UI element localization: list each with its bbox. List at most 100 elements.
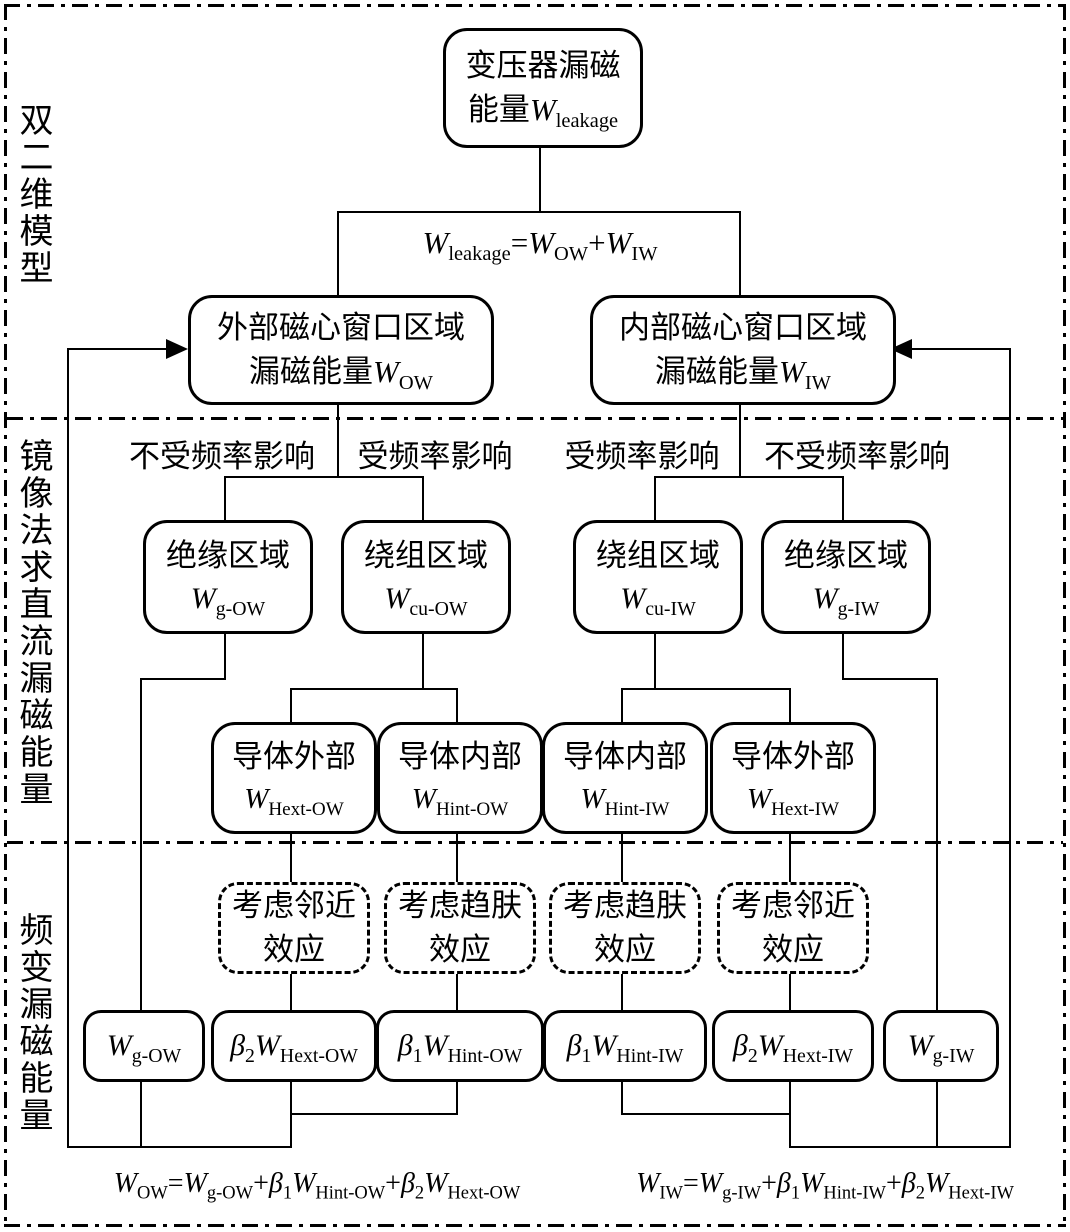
node-math: Wg-IW (907, 1028, 975, 1067)
section-label-freq-var: 频变漏磁能量 (14, 912, 51, 1134)
node-skin-effect-ow: 考虑趋肤 效应 (384, 882, 536, 974)
node-conductor-exterior-ow: 导体外部 WHext-OW (211, 722, 377, 834)
connector-line (140, 678, 226, 680)
connector-line (789, 968, 791, 1012)
node-conductor-interior-ow: 导体内部 WHint-OW (377, 722, 543, 834)
connector-line (842, 628, 844, 680)
connector-line (789, 828, 791, 884)
node-math: WHint-IW (580, 783, 670, 821)
connector-line (739, 399, 741, 478)
node-text: 效应 (594, 932, 656, 967)
formula-iw-sum: WIW=Wg-IW+β1WHint-IW+β2WHext-IW (636, 1168, 1014, 1203)
separator-top-section (7, 417, 1063, 420)
connector-line (739, 211, 741, 296)
node-math: β1WHint-IW (566, 1028, 684, 1067)
separator-middle-section (7, 841, 1063, 844)
node-winding-region-iw: 绕组区域 Wcu-IW (573, 520, 743, 634)
node-text: 效应 (263, 932, 325, 967)
connector-line (621, 1076, 623, 1115)
node-math: Wg-OW (190, 581, 266, 620)
node-math: WHext-OW (244, 783, 344, 821)
node-text: 考虑邻近 (731, 887, 855, 923)
connector-line (290, 688, 458, 690)
node-proximity-effect-iw: 考虑邻近 效应 (717, 882, 869, 974)
node-math: Wg-IW (812, 581, 880, 620)
node-math: β1WHint-OW (397, 1028, 523, 1067)
connector-line (337, 211, 741, 213)
node-math: WHext-IW (746, 783, 840, 821)
node-proximity-effect-ow: 考虑邻近 效应 (218, 882, 370, 974)
connector-line (290, 1113, 458, 1115)
feedback-line-iw (1009, 349, 1011, 1148)
connector-line (842, 678, 938, 680)
node-winding-region-ow: 绕组区域 Wcu-OW (341, 520, 511, 634)
connector-line (621, 828, 623, 884)
connector-line (621, 688, 791, 690)
connector-line (337, 211, 339, 296)
node-text: 绝缘区域 (784, 537, 908, 573)
connector-line (290, 1076, 292, 1148)
connector-line (789, 688, 791, 724)
connector-line (67, 348, 170, 350)
node-text: 效应 (429, 932, 491, 967)
node-outer-window-energy: 外部磁心窗口区域 漏磁能量WOW (188, 295, 494, 405)
node-inner-window-energy: 内部磁心窗口区域 漏磁能量WIW (590, 295, 896, 405)
node-text: 导体内部 (563, 739, 687, 775)
section-label-mirror-dc: 镜像法求直流漏磁能量 (14, 438, 51, 808)
node-math: β2WHext-OW (230, 1028, 358, 1067)
connector-line (224, 476, 424, 478)
connector-line (140, 1076, 142, 1148)
connector-line (67, 1146, 292, 1148)
connector-line (456, 968, 458, 1012)
connector-line (290, 828, 292, 884)
node-text: 导体内部 (398, 739, 522, 775)
connector-line (842, 476, 844, 522)
node-math: Wcu-OW (384, 581, 468, 620)
formula-ow-sum: WOW=Wg-OW+β1WHint-OW+β2WHext-OW (113, 1168, 521, 1203)
connector-line (789, 1076, 791, 1148)
outer-border-right (1063, 4, 1066, 1227)
feedback-line-ow (67, 349, 69, 1148)
node-text: 绕组区域 (364, 537, 488, 573)
node-beta1-whint-ow: β1WHint-OW (376, 1010, 544, 1082)
connector-line (456, 1076, 458, 1115)
connector-line (654, 476, 844, 478)
connector-line (936, 678, 938, 1012)
connector-line (422, 476, 424, 522)
connector-line (654, 476, 656, 522)
arrow-into-ow-icon (166, 339, 188, 359)
outer-border-bottom (4, 1224, 1066, 1227)
connector-line (224, 628, 226, 680)
label-freq-affected-ow: 受频率影响 (357, 439, 513, 474)
connector-line (422, 628, 424, 690)
node-text: 考虑趋肤 (563, 887, 687, 923)
node-text: 效应 (762, 932, 824, 967)
node-text: 绝缘区域 (166, 537, 290, 573)
label-freq-affected-iw: 受频率影响 (564, 439, 720, 474)
connector-line (654, 628, 656, 690)
section-label-2d-model: 双二维模型 (14, 102, 51, 287)
node-math: Wg-OW (106, 1028, 182, 1067)
node-transformer-leakage: 变压器漏磁 能量Wleakage (443, 28, 643, 148)
connector-line (224, 476, 226, 522)
node-conductor-exterior-iw: 导体外部 WHext-IW (710, 722, 876, 834)
node-text: 外部磁心窗口区域 (217, 309, 465, 345)
node-insulation-region-iw: 绝缘区域 Wg-IW (761, 520, 931, 634)
node-text: 漏磁能量WIW (655, 354, 831, 395)
node-text: 导体外部 (232, 739, 356, 775)
connector-line (337, 399, 339, 478)
node-conductor-interior-iw: 导体内部 WHint-IW (542, 722, 708, 834)
node-beta1-whint-iw: β1WHint-IW (543, 1010, 707, 1082)
connector-line (621, 688, 623, 724)
node-math: β2WHext-IW (732, 1028, 854, 1067)
node-beta2-whext-ow: β2WHext-OW (211, 1010, 377, 1082)
label-not-freq-affected-iw: 不受频率影响 (764, 439, 950, 474)
outer-border-left (4, 4, 7, 1227)
connector-line (140, 678, 142, 1012)
node-math: WHint-OW (411, 783, 509, 821)
connector-line (621, 968, 623, 1012)
node-skin-effect-iw: 考虑趋肤 效应 (549, 882, 701, 974)
node-text: 漏磁能量WOW (249, 354, 433, 395)
connector-line (290, 968, 292, 1012)
